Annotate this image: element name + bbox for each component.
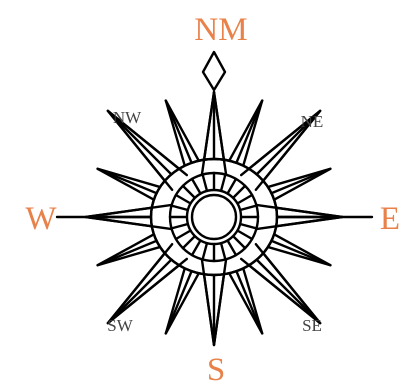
south-label: S: [207, 352, 225, 388]
east-label: E: [380, 201, 400, 237]
north-label: NM: [194, 12, 247, 48]
southeast-label: SE: [302, 316, 322, 335]
compass-rose: [57, 52, 372, 345]
north-diamond-marker: [203, 52, 225, 90]
northwest-label: NW: [113, 108, 142, 127]
southwest-label: SW: [107, 316, 133, 335]
west-label: W: [25, 201, 57, 237]
northeast-label: NE: [301, 112, 324, 131]
center-hub: [192, 195, 236, 239]
